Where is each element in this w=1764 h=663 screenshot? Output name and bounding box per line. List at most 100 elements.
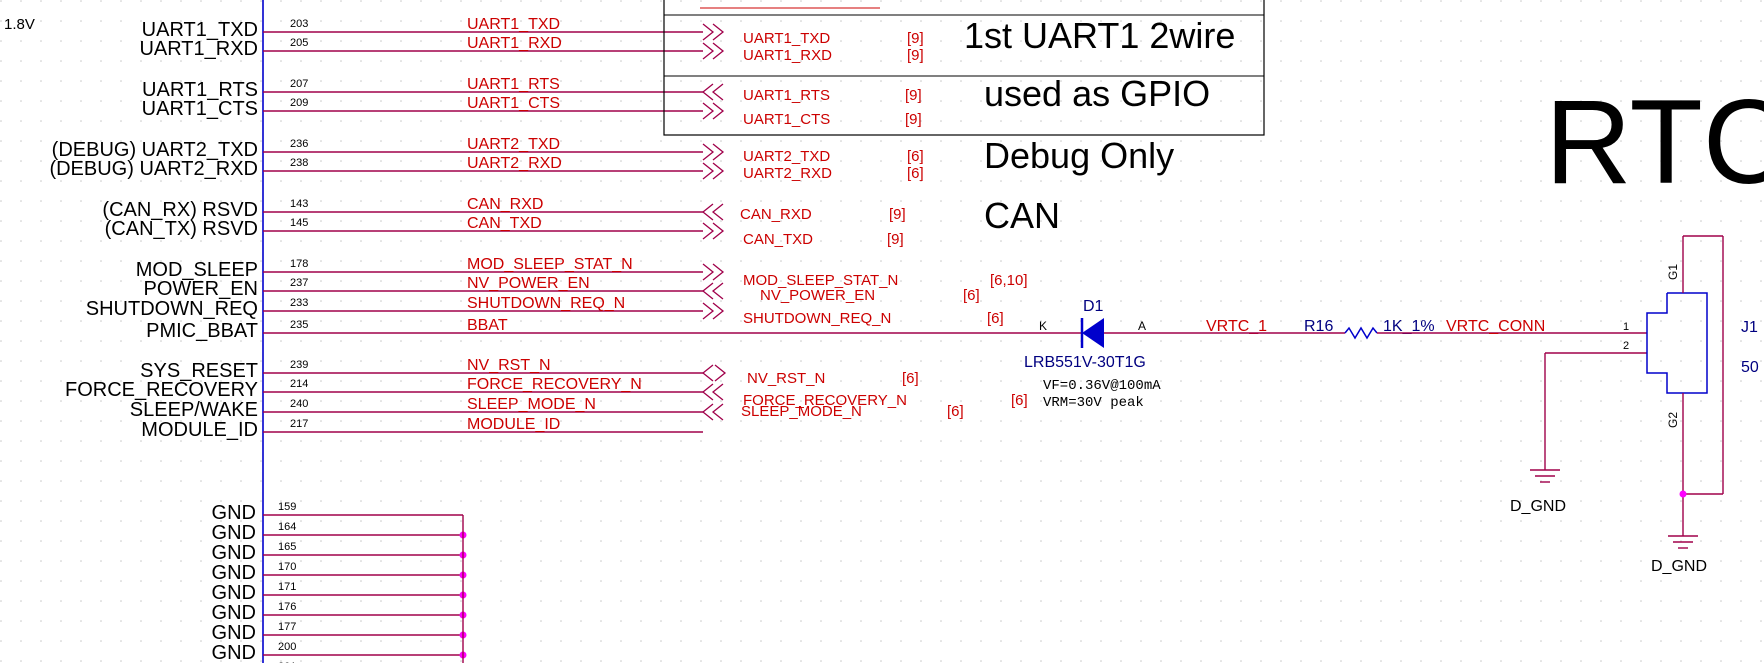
offpage-sheet-reference[interactable]: [9] <box>907 47 924 64</box>
gnd-pin-name: GND <box>212 562 256 584</box>
module-pin-net-label: FORCE_RECOVERY_N <box>467 376 642 393</box>
offpage-sheet-reference[interactable]: [9] <box>905 111 922 128</box>
module-pin-name: UART1_TXD <box>142 19 258 41</box>
ground-symbol-left <box>1530 469 1560 483</box>
resistor-value: 1K_1% <box>1383 318 1435 335</box>
offpage-sheet-reference[interactable]: [6] <box>902 370 919 387</box>
offpage-connector-label[interactable]: UART1_CTS <box>743 111 830 128</box>
module-pin-net-label: UART1_CTS <box>467 95 560 112</box>
offpage-connector-label[interactable]: UART1_TXD <box>743 30 830 47</box>
offpage-connector-arrow[interactable] <box>701 282 724 300</box>
connector-junction <box>1679 490 1687 498</box>
module-pin-name: MODULE_ID <box>141 419 258 441</box>
offpage-connector-arrow[interactable] <box>701 203 724 221</box>
module-pin-name: PMIC_BBAT <box>146 320 258 342</box>
offpage-connector-arrow[interactable] <box>702 23 725 41</box>
offpage-sheet-reference[interactable]: [6] <box>987 310 1004 327</box>
module-pin-number: 236 <box>290 138 308 150</box>
offpage-sheet-reference[interactable]: [9] <box>907 30 924 47</box>
module-pin-name: (DEBUG) UART2_TXD <box>52 139 258 161</box>
gnd-pin-number: 177 <box>278 621 296 633</box>
connector-ref: J1 <box>1741 319 1758 336</box>
diode-ref: D1 <box>1083 298 1104 315</box>
module-pin-name: SYS_RESET <box>140 360 258 382</box>
diode-part: LRB551V-30T1G <box>1024 354 1146 371</box>
offpage-sheet-reference[interactable]: [6] <box>947 403 964 420</box>
offpage-connector-label[interactable]: UART2_TXD <box>743 148 830 165</box>
gnd-pin-number: 201 <box>278 661 296 663</box>
offpage-connector-arrow[interactable] <box>702 162 725 180</box>
offpage-sheet-reference[interactable]: [9] <box>889 206 906 223</box>
resistor-ref: R16 <box>1304 318 1333 335</box>
offpage-connector-label[interactable]: NV_POWER_EN <box>760 287 875 304</box>
offpage-connector-arrow[interactable] <box>702 222 725 240</box>
offpage-connector-arrow[interactable] <box>701 83 724 101</box>
annotation-box <box>663 0 1265 136</box>
offpage-connector-arrow[interactable] <box>702 102 725 120</box>
offpage-connector-arrow[interactable] <box>702 263 725 281</box>
note-gpio: used as GPIO <box>984 73 1210 114</box>
connector-g1-label: G1 <box>1666 264 1680 280</box>
offpage-connector-label[interactable]: CAN_TXD <box>743 231 813 248</box>
voltage-label: 1.8V <box>4 16 35 33</box>
offpage-connector-label[interactable]: MOD_SLEEP_STAT_N <box>743 272 898 289</box>
offpage-connector-arrow[interactable] <box>702 143 725 161</box>
module-pin-number: 238 <box>290 157 308 169</box>
gnd-pin-number: 164 <box>278 521 296 533</box>
module-pin-name: MOD_SLEEP <box>136 259 258 281</box>
module-pin-name: (DEBUG) UART2_RXD <box>49 158 258 180</box>
diode-pin-a: A <box>1138 319 1146 333</box>
module-pin-name: FORCE_RECOVERY <box>65 379 258 401</box>
offpage-connector-label[interactable]: UART2_RXD <box>743 165 832 182</box>
gnd-pin-name: GND <box>212 542 256 564</box>
note-debug: Debug Only <box>984 135 1174 176</box>
module-pin-number: 237 <box>290 277 308 289</box>
offpage-connector-label[interactable]: NV_RST_N <box>747 370 825 387</box>
offpage-sheet-reference[interactable]: [9] <box>905 87 922 104</box>
offpage-connector-arrow[interactable] <box>701 364 727 382</box>
module-pin-net-label: MODULE_ID <box>467 416 560 433</box>
offpage-connector-label[interactable]: FORCE_RECOVERY_N <box>743 392 907 409</box>
module-pin-name: POWER_EN <box>144 278 258 300</box>
offpage-sheet-reference[interactable]: [6] <box>1011 392 1028 409</box>
offpage-sheet-reference[interactable]: [6] <box>907 165 924 182</box>
rtc-title: RTC <box>1545 75 1764 209</box>
vrtc-conn-net-label: VRTC_CONN <box>1446 318 1545 335</box>
offpage-connector-label[interactable]: SHUTDOWN_REQ_N <box>743 310 891 327</box>
gnd-pin-name: GND <box>212 642 256 663</box>
module-pin-number: 239 <box>290 359 308 371</box>
module-pin-name: (CAN_RX) RSVD <box>102 199 258 221</box>
connector-body <box>1646 292 1708 394</box>
diode-vrm: VRM=30V peak <box>1043 395 1144 411</box>
offpage-connector-arrow[interactable] <box>702 302 725 320</box>
connector-g2-label: G2 <box>1666 412 1680 428</box>
note-can: CAN <box>984 195 1060 236</box>
offpage-sheet-reference[interactable]: [6] <box>963 287 980 304</box>
offpage-sheet-reference[interactable]: [6,10] <box>990 272 1028 289</box>
offpage-sheet-reference[interactable]: [6] <box>907 148 924 165</box>
module-pin-net-label: UART2_TXD <box>467 136 560 153</box>
offpage-connector-label[interactable]: CAN_RXD <box>740 206 812 223</box>
module-pin-net-label: NV_RST_N <box>467 357 551 374</box>
gnd-pin-number: 165 <box>278 541 296 553</box>
offpage-connector-arrow[interactable] <box>701 403 724 421</box>
offpage-connector-label[interactable]: UART1_RXD <box>743 47 832 64</box>
module-pin-number: 209 <box>290 97 308 109</box>
module-pin-net-label: UART2_RXD <box>467 155 562 172</box>
diode-pin-k: K <box>1039 319 1047 333</box>
module-pin-number: 203 <box>290 18 308 30</box>
offpage-connector-arrow[interactable] <box>701 383 724 401</box>
offpage-connector-label[interactable]: SLEEP_MODE_N <box>741 403 862 420</box>
offpage-sheet-reference[interactable]: [9] <box>887 231 904 248</box>
module-pin-name: UART1_RXD <box>139 38 258 60</box>
offpage-connector-label[interactable]: UART1_RTS <box>743 87 830 104</box>
module-pin-net-label: NV_POWER_EN <box>467 275 590 292</box>
module-pin-number: 207 <box>290 78 308 90</box>
module-pin-number: 178 <box>290 258 308 270</box>
offpage-connector-arrow[interactable] <box>702 42 725 60</box>
module-pin-name: UART1_RTS <box>142 79 258 101</box>
gnd-pin-name: GND <box>212 582 256 604</box>
module-pin-number: 235 <box>290 319 308 331</box>
